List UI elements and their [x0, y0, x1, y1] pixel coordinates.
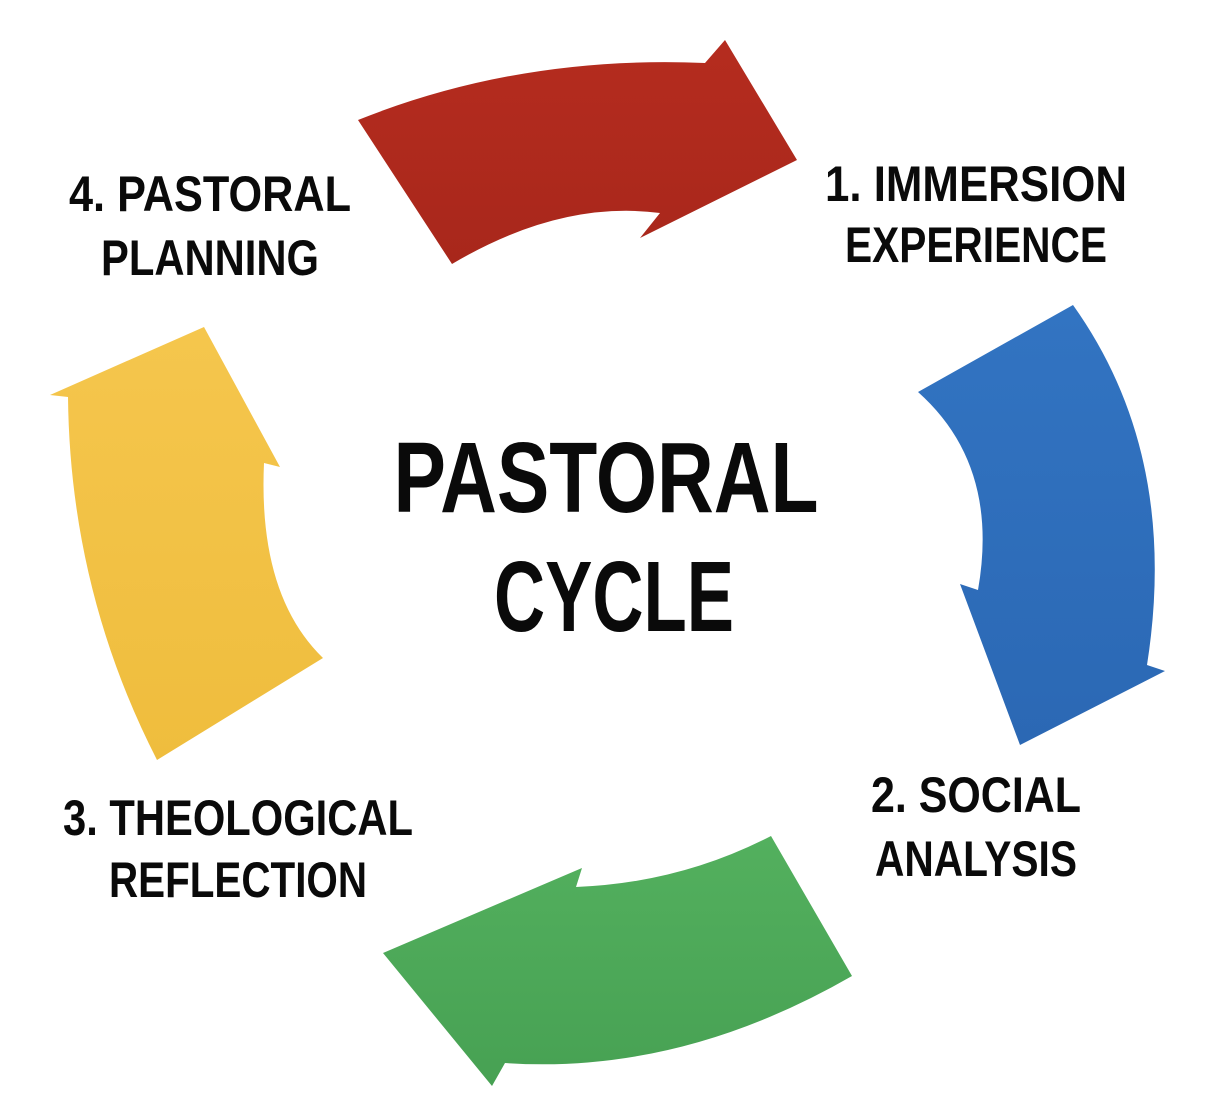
- cycle-arrow-green: [383, 836, 852, 1086]
- stage-4-label-line-2: PLANNING: [101, 230, 319, 286]
- cycle-arrow-yellow: [50, 327, 323, 760]
- stage-label-immersion-experience: 1. IMMERSION EXPERIENCE: [825, 156, 1127, 273]
- cycle-arrow-blue: [918, 305, 1165, 745]
- stage-label-theological-reflection: 3. THEOLOGICAL REFLECTION: [63, 790, 413, 908]
- stage-label-social-analysis: 2. SOCIAL ANALYSIS: [871, 767, 1081, 887]
- diagram-title-line-1: PASTORAL: [394, 422, 819, 534]
- stage-1-label-line-1: 1. IMMERSION: [825, 156, 1127, 212]
- stage-3-label-line-1: 3. THEOLOGICAL: [63, 790, 413, 846]
- stage-2-label-line-2: ANALYSIS: [875, 831, 1077, 887]
- stage-4-label-line-1: 4. PASTORAL: [69, 166, 351, 222]
- stage-label-pastoral-planning: 4. PASTORAL PLANNING: [69, 166, 351, 286]
- stage-1-label-line-2: EXPERIENCE: [845, 217, 1107, 273]
- cycle-arrow-red: [358, 40, 797, 264]
- stage-2-label-line-1: 2. SOCIAL: [871, 767, 1081, 823]
- stage-3-label-line-2: REFLECTION: [109, 852, 367, 908]
- diagram-title-line-2: CYCLE: [494, 541, 734, 653]
